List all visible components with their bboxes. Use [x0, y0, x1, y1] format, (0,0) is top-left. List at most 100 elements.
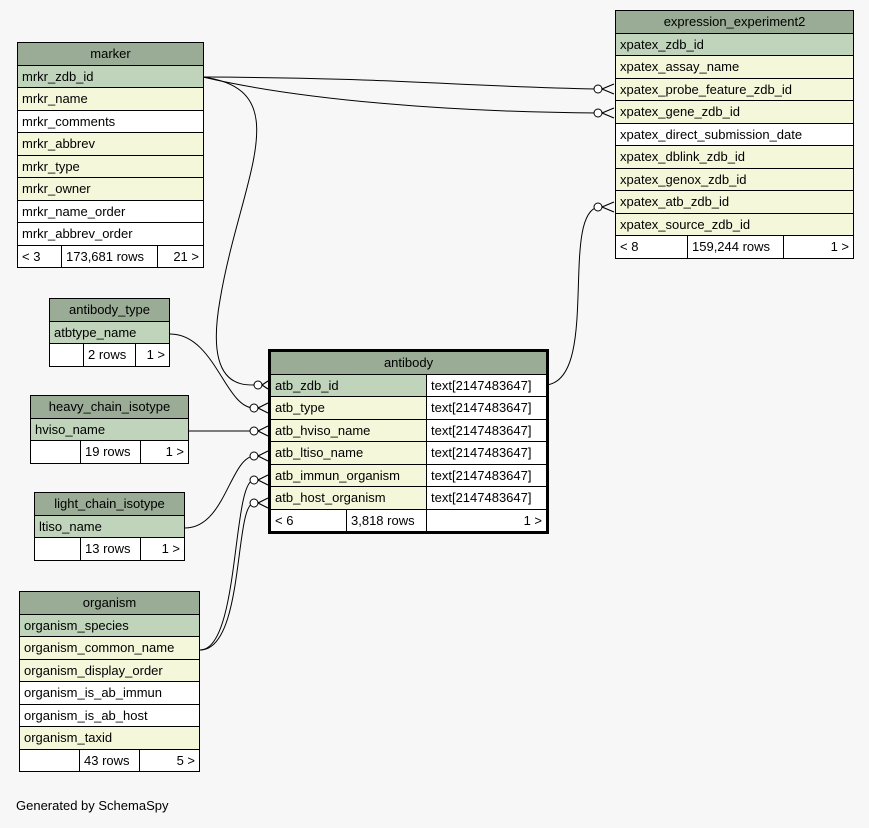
- endpoint-circle: [593, 202, 603, 212]
- column-row[interactable]: mrkr_name_order: [17, 199, 204, 223]
- endpoint-circle: [249, 498, 259, 508]
- column-row[interactable]: organism_is_ab_host: [18, 703, 201, 727]
- endpoint-circle: [249, 426, 259, 436]
- column-row[interactable]: xpatex_genox_zdb_id: [614, 167, 855, 191]
- children-count: 21 >: [157, 244, 204, 268]
- crows-foot: [257, 474, 269, 486]
- endpoint-circle: [253, 380, 263, 390]
- edge-organism-host: [199, 502, 255, 651]
- column-type: text[2147483647]: [425, 463, 548, 487]
- parents-count: < 6: [270, 508, 347, 532]
- table-title[interactable]: antibody_type: [49, 298, 170, 322]
- row-count: 13 rows: [80, 537, 141, 561]
- parents-count: < 8: [615, 235, 688, 259]
- table-expression-experiment2[interactable]: expression_experiment2 xpatex_zdb_id xpa…: [614, 10, 855, 259]
- table-title[interactable]: marker: [17, 42, 204, 66]
- crows-foot: [601, 201, 615, 213]
- endpoint-circle: [249, 451, 259, 461]
- children-count: 1 >: [782, 235, 855, 259]
- row-count: 43 rows: [79, 748, 140, 772]
- table-title[interactable]: expression_experiment2: [614, 10, 855, 34]
- column-row[interactable]: mrkr_name: [17, 87, 204, 111]
- column-type: text[2147483647]: [425, 418, 548, 442]
- row-count: 2 rows: [83, 343, 136, 367]
- table-organism[interactable]: organism organism_species organism_commo…: [18, 591, 201, 772]
- children-count: 1 >: [139, 440, 190, 464]
- crows-foot: [601, 107, 615, 119]
- row-count: 173,681 rows: [61, 244, 158, 268]
- parents-count: [49, 343, 84, 367]
- column-row[interactable]: atb_zdb_id: [270, 373, 427, 397]
- crows-foot: [261, 380, 269, 390]
- column-row[interactable]: xpatex_assay_name: [614, 55, 855, 79]
- children-count: 1 >: [135, 343, 170, 367]
- column-type: text[2147483647]: [425, 441, 548, 465]
- parents-count: [19, 748, 80, 772]
- crows-foot: [257, 425, 269, 437]
- edge-organism-immun: [199, 479, 255, 651]
- column-row[interactable]: xpatex_gene_zdb_id: [614, 100, 855, 124]
- endpoint-circle: [249, 475, 259, 485]
- children-count: 1 >: [140, 537, 185, 561]
- crows-foot: [601, 83, 615, 95]
- column-row[interactable]: xpatex_dblink_zdb_id: [614, 145, 855, 169]
- edge-marker-to-probe-feature: [202, 76, 599, 90]
- parents-count: < 3: [17, 244, 62, 268]
- column-row[interactable]: hviso_name: [29, 417, 190, 441]
- table-title[interactable]: heavy_chain_isotype: [29, 395, 190, 419]
- crows-foot: [257, 402, 269, 414]
- column-row[interactable]: atbtype_name: [49, 320, 170, 344]
- row-count: 3,818 rows: [346, 508, 427, 532]
- column-type: text[2147483647]: [425, 486, 548, 510]
- table-marker[interactable]: marker mrkr_zdb_id mrkr_name mrkr_commen…: [17, 42, 204, 268]
- edge-light-chain: [184, 455, 255, 529]
- column-row[interactable]: xpatex_zdb_id: [614, 32, 855, 56]
- endpoint-circle: [593, 84, 603, 94]
- column-row[interactable]: organism_common_name: [18, 636, 201, 660]
- crows-foot: [257, 450, 269, 462]
- edge-antibody-to-xpatex-atb: [545, 206, 599, 386]
- row-count: 19 rows: [80, 440, 141, 464]
- column-row[interactable]: atb_ltiso_name: [270, 441, 427, 465]
- column-type: text[2147483647]: [425, 396, 548, 420]
- edge-marker-to-antibody: [202, 76, 258, 386]
- row-count: 159,244 rows: [687, 235, 784, 259]
- column-row[interactable]: xpatex_probe_feature_zdb_id: [614, 77, 855, 101]
- edge-marker-to-gene: [202, 76, 599, 114]
- table-light-chain-isotype[interactable]: light_chain_isotype ltiso_name 13 rows 1…: [34, 492, 185, 561]
- column-row[interactable]: organism_display_order: [18, 658, 201, 682]
- column-row[interactable]: mrkr_abbrev_order: [17, 222, 204, 246]
- children-count: 1 >: [425, 508, 548, 532]
- table-heavy-chain-isotype[interactable]: heavy_chain_isotype hviso_name 19 rows 1…: [29, 395, 190, 464]
- table-title[interactable]: antibody: [269, 351, 548, 375]
- column-row[interactable]: atb_immun_organism: [270, 463, 427, 487]
- generated-by-footer: Generated by SchemaSpy: [16, 798, 169, 813]
- column-row[interactable]: organism_species: [18, 613, 201, 637]
- column-row[interactable]: mrkr_abbrev: [17, 132, 204, 156]
- column-row[interactable]: mrkr_comments: [17, 109, 204, 133]
- column-row[interactable]: organism_taxid: [18, 726, 201, 750]
- column-row[interactable]: mrkr_type: [17, 154, 204, 178]
- parents-count: [34, 537, 81, 561]
- table-antibody-type[interactable]: antibody_type atbtype_name 2 rows 1 >: [49, 298, 170, 367]
- table-title[interactable]: organism: [18, 591, 201, 615]
- column-row[interactable]: mrkr_zdb_id: [17, 64, 204, 88]
- column-row[interactable]: mrkr_owner: [17, 177, 204, 201]
- column-row[interactable]: atb_type: [270, 396, 427, 420]
- crows-foot: [257, 497, 269, 509]
- column-row[interactable]: atb_host_organism: [270, 486, 427, 510]
- table-title[interactable]: light_chain_isotype: [34, 492, 185, 516]
- column-row[interactable]: xpatex_atb_zdb_id: [614, 190, 855, 214]
- endpoint-circle: [593, 108, 603, 118]
- children-count: 5 >: [138, 748, 201, 772]
- column-row[interactable]: ltiso_name: [34, 514, 185, 538]
- column-row[interactable]: xpatex_source_zdb_id: [614, 212, 855, 236]
- edge-antibody-type: [169, 333, 255, 409]
- column-type: text[2147483647]: [425, 373, 548, 397]
- column-row[interactable]: atb_hviso_name: [270, 418, 427, 442]
- column-row[interactable]: xpatex_direct_submission_date: [614, 122, 855, 146]
- column-row[interactable]: organism_is_ab_immun: [18, 681, 201, 705]
